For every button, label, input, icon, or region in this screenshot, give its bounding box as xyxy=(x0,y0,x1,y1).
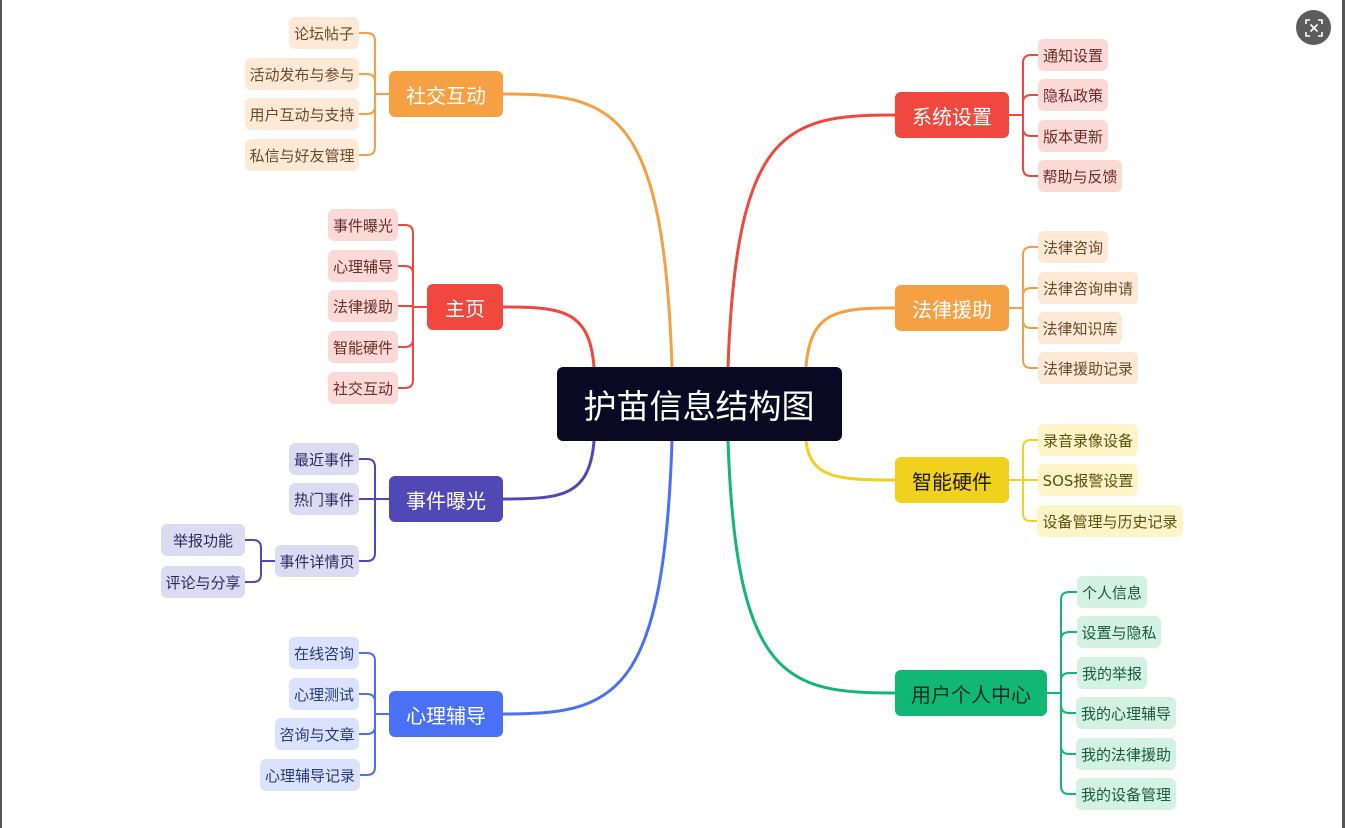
node-psych-0[interactable]: 在线咨询 xyxy=(289,637,359,669)
node-hardware-2[interactable]: 设备管理与历史记录 xyxy=(1037,505,1183,537)
branch-connector-hardware xyxy=(804,439,897,482)
sub-connector-exposure-2-1 xyxy=(244,573,262,583)
branch-legal[interactable]: 法律援助 xyxy=(895,285,1009,331)
node-settings-3[interactable]: 帮助与反馈 xyxy=(1038,160,1122,192)
node-user-4[interactable]: 我的法律援助 xyxy=(1076,738,1176,770)
branch-social[interactable]: 社交互动 xyxy=(389,71,503,117)
node-home-2[interactable]: 法律援助 xyxy=(328,290,398,322)
leaf-connector-user-0 xyxy=(1060,591,1078,601)
leaf-connector-user-5 xyxy=(1060,785,1077,795)
branch-hardware[interactable]: 智能硬件 xyxy=(895,457,1009,503)
node-user-0[interactable]: 个人信息 xyxy=(1077,576,1147,608)
node-hardware-1[interactable]: SOS报警设置 xyxy=(1038,464,1138,496)
branch-user[interactable]: 用户个人中心 xyxy=(895,670,1047,716)
leaf-connector-settings-2 xyxy=(1022,127,1039,137)
node-settings-0[interactable]: 通知设置 xyxy=(1038,39,1108,71)
leaf-connector-legal-0 xyxy=(1022,246,1039,256)
leaf-connector-home-3 xyxy=(397,338,414,348)
central-topic[interactable]: 护苗信息结构图 xyxy=(556,367,842,441)
leaf-connector-psych-1 xyxy=(358,693,376,703)
branch-connector-settings xyxy=(726,113,897,369)
node-settings-1[interactable]: 隐私政策 xyxy=(1038,79,1108,111)
node-legal-1[interactable]: 法律咨询申请 xyxy=(1038,272,1138,304)
node-home-3[interactable]: 智能硬件 xyxy=(328,331,398,363)
node-exposure-1[interactable]: 热门事件 xyxy=(289,483,359,515)
leaf-connector-home-1 xyxy=(397,265,414,275)
leaf-connector-settings-3 xyxy=(1022,167,1039,177)
node-psych-1[interactable]: 心理测试 xyxy=(289,678,359,710)
node-home-1[interactable]: 心理辅导 xyxy=(328,250,398,282)
node-settings-2[interactable]: 版本更新 xyxy=(1038,120,1108,152)
leaf-connector-hardware-2 xyxy=(1022,512,1038,522)
leaf-connector-legal-3 xyxy=(1022,359,1039,369)
leaf-connector-psych-0 xyxy=(358,652,376,662)
node-exposure-2-0[interactable]: 举报功能 xyxy=(161,524,245,556)
leaf-connector-social-3 xyxy=(358,146,376,156)
leaf-connector-home-4 xyxy=(397,379,414,389)
leaf-connector-social-0 xyxy=(358,32,376,42)
leaf-connector-exposure-2 xyxy=(358,552,376,562)
branch-connector-home xyxy=(501,305,596,369)
branch-psych[interactable]: 心理辅导 xyxy=(389,691,503,737)
leaf-connector-legal-2 xyxy=(1022,319,1039,329)
branch-home[interactable]: 主页 xyxy=(427,284,503,330)
branch-exposure[interactable]: 事件曝光 xyxy=(389,476,503,522)
node-social-0[interactable]: 论坛帖子 xyxy=(289,17,359,49)
leaf-connector-social-2 xyxy=(358,105,376,115)
branch-connector-user xyxy=(726,439,897,695)
node-home-0[interactable]: 事件曝光 xyxy=(328,209,398,241)
leaf-connector-hardware-0 xyxy=(1022,439,1039,449)
node-social-3[interactable]: 私信与好友管理 xyxy=(245,139,359,171)
node-psych-2[interactable]: 咨询与文章 xyxy=(275,718,359,750)
leaf-connector-user-3 xyxy=(1060,704,1077,714)
node-user-5[interactable]: 我的设备管理 xyxy=(1076,778,1176,810)
branch-connector-social xyxy=(501,92,674,369)
sub-connector-exposure-2-0 xyxy=(244,539,262,549)
node-user-1[interactable]: 设置与隐私 xyxy=(1077,616,1161,648)
leaf-connector-home-0 xyxy=(397,224,414,234)
leaf-connector-user-2 xyxy=(1060,672,1078,682)
node-social-1[interactable]: 活动发布与参与 xyxy=(245,58,359,90)
branch-connector-exposure xyxy=(501,439,596,501)
branch-connector-legal xyxy=(804,306,897,369)
node-legal-0[interactable]: 法律咨询 xyxy=(1038,231,1108,263)
branch-settings[interactable]: 系统设置 xyxy=(895,92,1009,138)
node-user-2[interactable]: 我的举报 xyxy=(1077,657,1147,689)
node-social-2[interactable]: 用户互动与支持 xyxy=(245,98,359,130)
leaf-connector-user-4 xyxy=(1060,745,1077,755)
window-edge-left xyxy=(0,0,2,828)
node-exposure-0[interactable]: 最近事件 xyxy=(289,443,359,475)
node-exposure-2[interactable]: 事件详情页 xyxy=(275,545,359,577)
node-hardware-0[interactable]: 录音录像设备 xyxy=(1038,424,1138,456)
leaf-connector-psych-3 xyxy=(359,766,376,776)
node-user-3[interactable]: 我的心理辅导 xyxy=(1076,697,1176,729)
node-home-4[interactable]: 社交互动 xyxy=(328,372,398,404)
node-exposure-2-1[interactable]: 评论与分享 xyxy=(161,566,245,598)
branch-connector-psych xyxy=(501,439,674,716)
leaf-connector-legal-1 xyxy=(1022,287,1039,297)
window-edge-right xyxy=(1342,0,1345,828)
leaf-connector-social-1 xyxy=(358,73,376,83)
close-button[interactable] xyxy=(1296,10,1331,45)
leaf-connector-user-1 xyxy=(1060,631,1078,641)
leaf-connector-settings-0 xyxy=(1022,54,1039,64)
node-legal-2[interactable]: 法律知识库 xyxy=(1038,312,1122,344)
leaf-connector-psych-2 xyxy=(358,725,376,735)
node-psych-3[interactable]: 心理辅导记录 xyxy=(260,759,360,791)
leaf-connector-settings-1 xyxy=(1022,94,1039,104)
node-legal-3[interactable]: 法律援助记录 xyxy=(1038,352,1138,384)
close-icon xyxy=(1304,18,1323,37)
leaf-connector-exposure-0 xyxy=(358,458,376,468)
